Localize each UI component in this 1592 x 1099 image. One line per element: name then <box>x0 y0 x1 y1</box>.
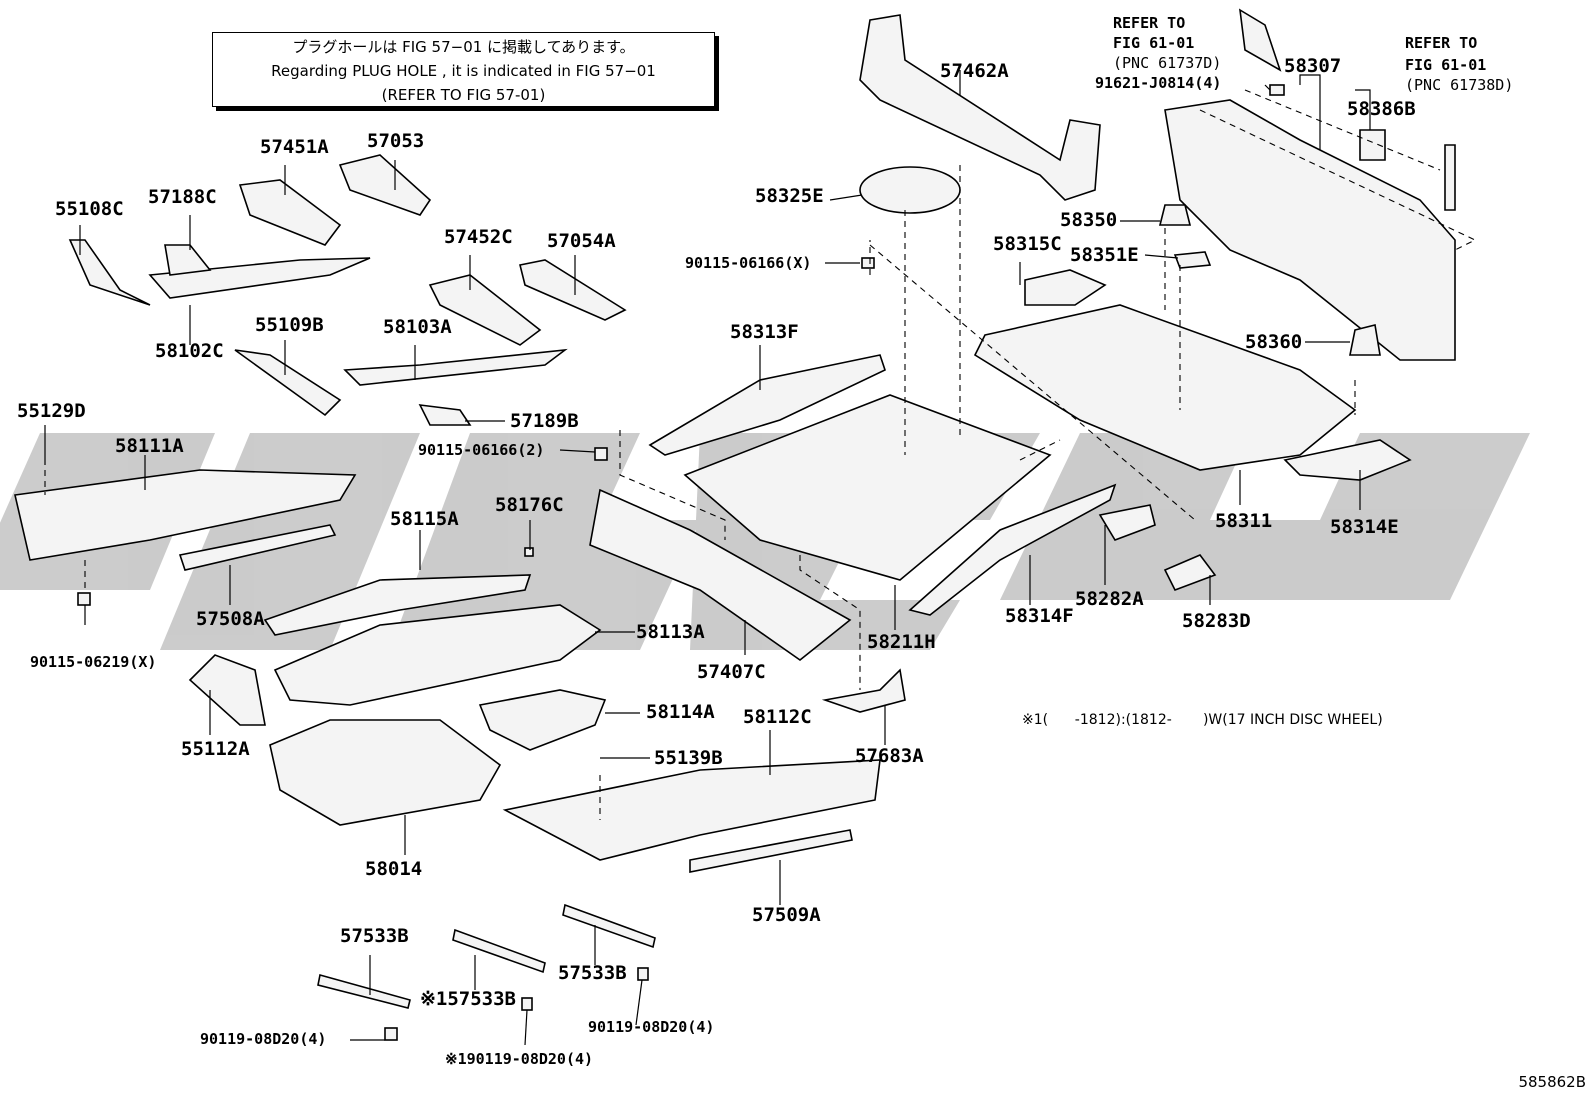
part-label-58313F[interactable]: 58313F <box>730 321 799 343</box>
notice-line-jp: プラグホールは FIG 57−01 に掲載してあります。 <box>292 38 635 56</box>
part-label-58112C[interactable]: 58112C <box>743 706 812 728</box>
part-label-55109B[interactable]: 55109B <box>255 314 324 336</box>
part-label-57407C[interactable]: 57407C <box>697 661 766 683</box>
part-label-57451A[interactable]: 57451A <box>260 136 329 158</box>
part-label-55129D[interactable]: 55129D <box>17 400 86 422</box>
part-label-57509A[interactable]: 57509A <box>752 904 821 926</box>
part-label-58211H[interactable]: 58211H <box>867 631 936 653</box>
part-label-57188C[interactable]: 57188C <box>148 186 217 208</box>
part-label-57683A[interactable]: 57683A <box>855 745 924 767</box>
part-label-58311[interactable]: 58311 <box>1215 510 1273 532</box>
part-outlines <box>14 8 1456 1041</box>
ref-right-line1: REFER TO <box>1405 34 1478 52</box>
part-label-90115-06166-x[interactable]: 90115-06166(X) <box>685 254 812 272</box>
part-label-55108C[interactable]: 55108C <box>55 198 124 220</box>
part-label-90119-08D20-right[interactable]: 90119-08D20(4) <box>588 1018 715 1036</box>
part-label-57452C[interactable]: 57452C <box>444 226 513 248</box>
part-label-58113A[interactable]: 58113A <box>636 621 705 643</box>
footnote: ※1( -1812):(1812- )W(17 INCH DISC WHEEL) <box>1022 712 1383 728</box>
part-label-90119-08D20-center[interactable]: ※190119-08D20(4) <box>445 1050 594 1068</box>
part-label-57508A[interactable]: 57508A <box>196 608 265 630</box>
part-label-58114A[interactable]: 58114A <box>646 701 715 723</box>
part-label-91621-J0814[interactable]: 91621-J0814(4) <box>1095 74 1222 92</box>
part-label-90119-08D20-left[interactable]: 90119-08D20(4) <box>200 1030 327 1048</box>
part-label-58283D[interactable]: 58283D <box>1182 610 1251 632</box>
part-label-58315C[interactable]: 58315C <box>993 233 1062 255</box>
part-label-90115-06166-2[interactable]: 90115-06166(2) <box>418 441 545 459</box>
part-label-58014[interactable]: 58014 <box>365 858 423 880</box>
part-label-90115-06219-x[interactable]: 90115-06219(X) <box>30 653 157 671</box>
part-label-57054A[interactable]: 57054A <box>547 230 616 252</box>
figure-id: 585862B <box>1518 1073 1586 1091</box>
ref-right-line2: FIG 61-01 <box>1405 56 1487 74</box>
part-label-58386B[interactable]: 58386B <box>1347 98 1416 120</box>
part-label-58102C[interactable]: 58102C <box>155 340 224 362</box>
part-label-58350[interactable]: 58350 <box>1060 209 1118 231</box>
ref-left-line2: FIG 61-01 <box>1113 34 1195 52</box>
part-label-57189B[interactable]: 57189B <box>510 410 579 432</box>
part-label-57462A[interactable]: 57462A <box>940 60 1009 82</box>
leader-lines <box>44 70 1371 1046</box>
part-label-58314E[interactable]: 58314E <box>1330 516 1399 538</box>
part-label-57533B-center[interactable]: ※157533B <box>420 988 516 1010</box>
notice-line-en: Regarding PLUG HOLE , it is indicated in… <box>271 62 656 80</box>
part-label-58115A[interactable]: 58115A <box>390 508 459 530</box>
part-label-58307[interactable]: 58307 <box>1284 55 1342 77</box>
part-label-58176C[interactable]: 58176C <box>495 494 564 516</box>
ref-left-line1: REFER TO <box>1113 14 1186 32</box>
part-label-57533B-right[interactable]: 57533B <box>558 962 627 984</box>
part-label-57533B-left[interactable]: 57533B <box>340 925 409 947</box>
part-label-58282A[interactable]: 58282A <box>1075 588 1144 610</box>
dashed-guides <box>44 89 1477 820</box>
part-label-55112A[interactable]: 55112A <box>181 738 250 760</box>
part-label-57053[interactable]: 57053 <box>367 130 425 152</box>
part-label-58314F[interactable]: 58314F <box>1005 605 1074 627</box>
part-label-58111A[interactable]: 58111A <box>115 435 184 457</box>
notice-box: プラグホールは FIG 57−01 に掲載してあります。 Regarding P… <box>212 32 715 107</box>
notice-line-ref: (REFER TO FIG 57-01) <box>381 86 546 104</box>
part-label-58351E[interactable]: 58351E <box>1070 244 1139 266</box>
part-label-55139B[interactable]: 55139B <box>654 747 723 769</box>
ref-right-line3: (PNC 61738D) <box>1405 76 1514 94</box>
part-label-58103A[interactable]: 58103A <box>383 316 452 338</box>
part-label-58360[interactable]: 58360 <box>1245 331 1303 353</box>
part-label-58325E[interactable]: 58325E <box>755 185 824 207</box>
ref-left-line3: (PNC 61737D) <box>1113 54 1222 72</box>
